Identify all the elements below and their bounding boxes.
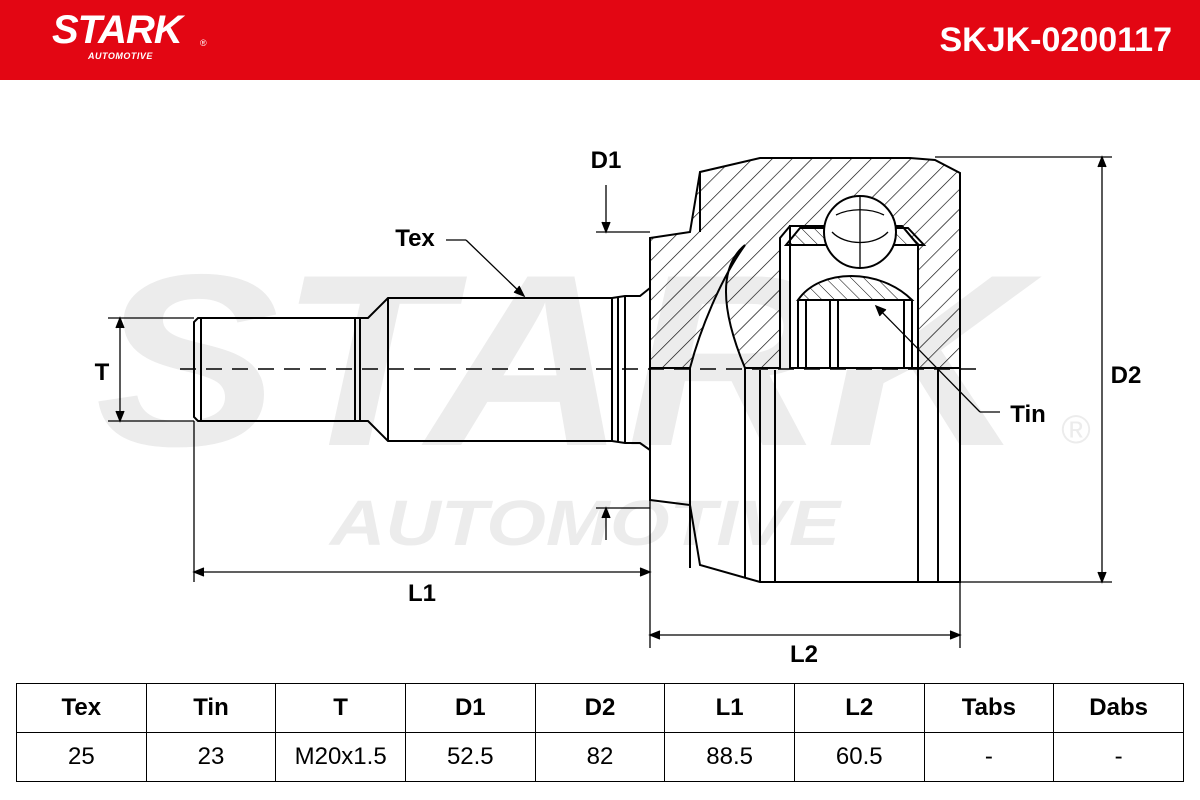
label-d1: D1 (591, 147, 622, 174)
label-l2: L2 (790, 641, 818, 668)
watermark-automotive: AUTOMOTIVE (328, 487, 843, 559)
spec-value-cell: - (1053, 732, 1184, 782)
part-number: SKJK-0200117 (939, 21, 1172, 59)
inner-race (783, 195, 927, 368)
logo-brand-name: STARK (52, 8, 183, 52)
dimension-d1 (596, 185, 650, 540)
spec-table-value-row: 25 23 M20x1.5 52.5 82 88.5 60.5 - - (16, 732, 1184, 782)
logo-registered-mark: ® (200, 38, 207, 48)
dimension-d2 (935, 155, 1112, 584)
logo-brand-sub: AUTOMOTIVE (88, 51, 153, 61)
spec-header-cell: L2 (793, 683, 925, 733)
label-tin: Tin (1010, 401, 1046, 428)
spec-header-cell: Dabs (1053, 683, 1184, 733)
header-bar: STARK ® AUTOMOTIVE SKJK-0200117 (0, 0, 1200, 80)
stark-logo: STARK ® AUTOMOTIVE (52, 8, 212, 68)
spec-header-cell: Tex (16, 683, 147, 733)
dimension-l1 (192, 421, 652, 582)
spec-header-cell: Tabs (923, 683, 1055, 733)
dimension-t (108, 316, 194, 423)
leader-tex (446, 239, 526, 298)
label-t: T (95, 359, 110, 386)
spec-value-cell: 23 (145, 732, 277, 782)
spec-header-cell: Tin (145, 683, 277, 733)
leader-tin (874, 304, 1000, 413)
label-d2: D2 (1111, 362, 1142, 389)
spec-value-cell: - (923, 732, 1055, 782)
spec-header-cell: D2 (534, 683, 666, 733)
spec-value-cell: 88.5 (664, 732, 795, 782)
spec-header-cell: T (275, 683, 406, 733)
label-tex: Tex (395, 225, 435, 252)
spec-table-header-row: Tex Tin T D1 D2 L1 L2 Tabs Dabs (16, 683, 1184, 733)
spec-value-cell: 60.5 (793, 732, 925, 782)
spec-value-cell: 52.5 (404, 732, 536, 782)
spec-table: Tex Tin T D1 D2 L1 L2 Tabs Dabs 25 23 M2… (16, 683, 1184, 782)
spec-header-cell: D1 (404, 683, 536, 733)
dimension-l2 (648, 582, 962, 648)
label-l1: L1 (408, 580, 436, 607)
spec-value-cell: 82 (534, 732, 666, 782)
spec-header-cell: L1 (664, 683, 795, 733)
cv-joint-drawing: STARK AUTOMOTIVE ® (95, 147, 1142, 668)
spec-value-cell: M20x1.5 (275, 732, 406, 782)
spec-value-cell: 25 (16, 732, 147, 782)
watermark-registered: ® (1061, 408, 1090, 452)
